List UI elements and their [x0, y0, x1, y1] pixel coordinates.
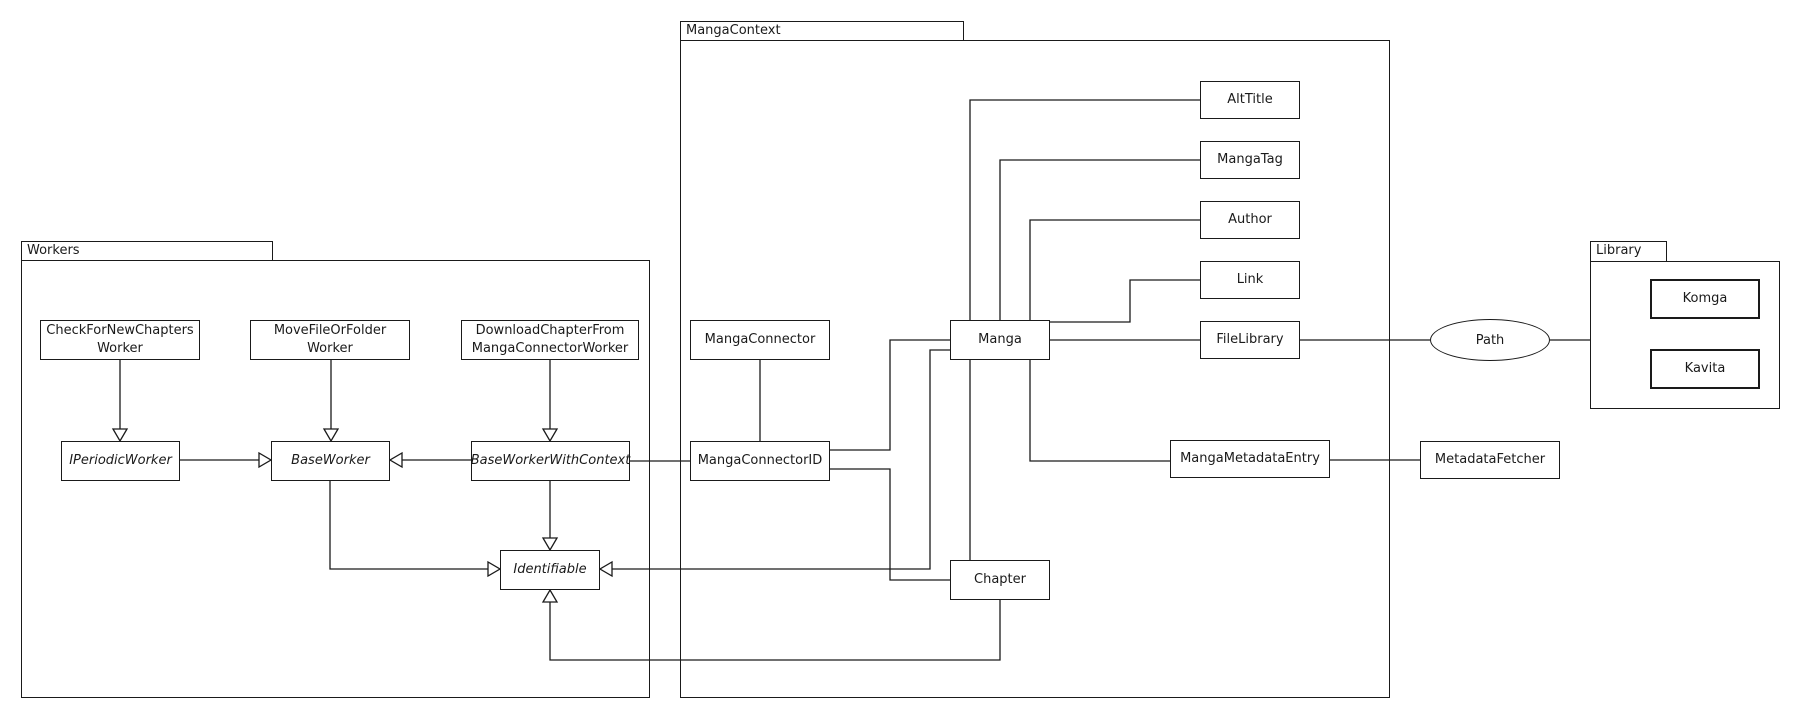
class-base-worker: BaseWorker — [271, 441, 390, 481]
class-base-worker-with-context: BaseWorkerWithContext — [471, 441, 630, 481]
arrowhead-into-identifiable-top — [541, 537, 559, 552]
class-manga-tag: MangaTag — [1200, 141, 1300, 179]
class-i-periodic-worker: IPeriodicWorker — [61, 441, 180, 481]
class-label: FileLibrary — [1216, 332, 1284, 348]
edge-manga-identifiable — [612, 349, 950, 570]
class-identifiable: Identifiable — [500, 550, 600, 590]
ellipse-label: Path — [1475, 332, 1505, 348]
class-chapter: Chapter — [950, 560, 1050, 600]
edge-manga-author — [1029, 219, 1200, 320]
arrowhead-into-identifiable-right — [598, 560, 613, 578]
arrowhead-into-baseworker-top — [322, 428, 340, 443]
class-manga-connector: MangaConnector — [690, 320, 830, 360]
class-download-chapter-from-manga-connector-worker: DownloadChapterFrom MangaConnectorWorker — [461, 320, 639, 360]
edge-mangaconnectorid-manga — [830, 339, 950, 451]
class-komga: Komga — [1650, 279, 1760, 319]
package-body-manga-context — [680, 40, 1390, 698]
class-label: Identifiable — [513, 562, 587, 578]
class-manga-connector-id: MangaConnectorID — [690, 441, 830, 481]
class-label: Chapter — [974, 572, 1026, 588]
class-alt-title: AltTitle — [1200, 81, 1300, 119]
class-kavita: Kavita — [1650, 349, 1760, 389]
class-move-file-or-folder-worker: MoveFileOrFolder Worker — [250, 320, 410, 360]
class-label: MangaConnectorID — [697, 453, 823, 469]
arrowhead-into-baseworker-right — [388, 451, 403, 469]
class-link: Link — [1200, 261, 1300, 299]
edge-manga-mangametadataentry — [1029, 360, 1170, 462]
arrowhead-into-bwwc-top — [541, 428, 559, 443]
package-body-library — [1590, 261, 1780, 409]
class-label: IPeriodicWorker — [69, 453, 172, 469]
class-label: Manga — [978, 332, 1022, 348]
class-label: MangaMetadataEntry — [1180, 451, 1320, 467]
class-label: MetadataFetcher — [1434, 452, 1546, 468]
class-label: CheckForNewChapters Worker — [46, 323, 194, 356]
class-label: Kavita — [1684, 361, 1726, 377]
class-label: Author — [1228, 212, 1272, 228]
package-body-workers — [21, 260, 650, 698]
class-label: BaseWorker — [291, 453, 370, 469]
edge-baseworker-identifiable — [329, 481, 488, 570]
class-file-library: FileLibrary — [1200, 321, 1300, 359]
arrowhead-into-identifiable-bottom — [541, 588, 559, 603]
class-label: MangaConnector — [704, 332, 816, 348]
package-tab-library: Library — [1590, 241, 1667, 262]
class-metadata-fetcher: MetadataFetcher — [1420, 441, 1560, 479]
class-label: MangaTag — [1217, 152, 1283, 168]
edge-mangaconnectorid-chapter — [830, 468, 950, 581]
arrowhead-into-iperiodicworker — [111, 428, 129, 443]
ellipse-path: Path — [1430, 319, 1550, 361]
class-author: Author — [1200, 201, 1300, 239]
class-manga-metadata-entry: MangaMetadataEntry — [1170, 440, 1330, 478]
edge-chapter-identifiable — [549, 600, 1001, 661]
class-label: MoveFileOrFolder Worker — [273, 323, 387, 356]
edge-manga-mangatag — [999, 159, 1200, 320]
class-label: Link — [1236, 272, 1264, 288]
class-label: DownloadChapterFrom MangaConnectorWorker — [471, 323, 629, 356]
class-check-for-new-chapters-worker: CheckForNewChapters Worker — [40, 320, 200, 360]
class-label: BaseWorkerWithContext — [470, 453, 631, 469]
class-label: AltTitle — [1227, 92, 1273, 108]
arrowhead-into-baseworker-left — [258, 451, 273, 469]
class-label: Komga — [1682, 291, 1728, 307]
arrowhead-into-identifiable-left — [487, 560, 502, 578]
class-manga: Manga — [950, 320, 1050, 360]
edge-manga-alttitle — [969, 99, 1200, 320]
edge-manga-link — [1050, 279, 1200, 323]
